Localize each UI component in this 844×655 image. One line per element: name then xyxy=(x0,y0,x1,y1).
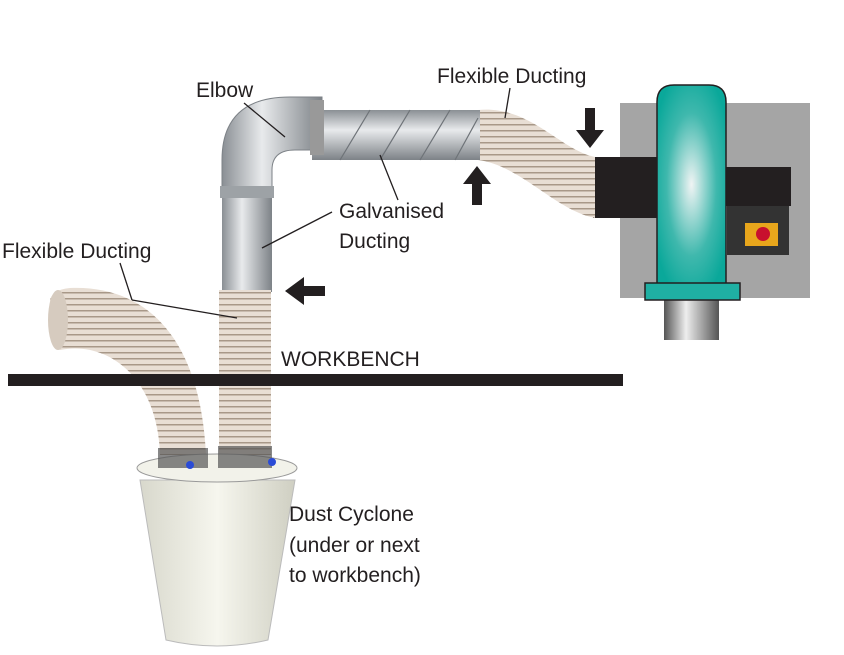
flexible-ducting-vertical xyxy=(219,290,271,455)
elbow-collar xyxy=(310,100,324,155)
motor-housing xyxy=(726,167,791,206)
dust-extractor-machine xyxy=(593,84,810,340)
hose-opening xyxy=(48,290,68,350)
outlet-pipe xyxy=(664,298,719,340)
elbow xyxy=(221,96,323,191)
label-galvanised-line1: Galvanised xyxy=(339,200,444,223)
galvanised-duct-vertical xyxy=(222,188,272,292)
label-flexible-ducting-left: Flexible Ducting xyxy=(2,240,151,263)
label-galvanised-line2: Ducting xyxy=(339,230,410,253)
airflow-arrow-up-icon xyxy=(463,166,491,205)
label-workbench: WORKBENCH xyxy=(281,348,420,371)
flexible-ducting-right xyxy=(478,109,595,218)
label-cyclone-line1: Dust Cyclone xyxy=(289,503,414,526)
galvanised-duct-horizontal xyxy=(312,110,480,160)
duct-joint xyxy=(220,186,274,198)
label-elbow: Elbow xyxy=(196,79,254,102)
machine-base xyxy=(644,282,741,301)
dust-cyclone-bucket xyxy=(136,446,298,647)
airflow-arrow-left-icon xyxy=(285,277,325,305)
stop-button xyxy=(756,227,770,241)
airflow-arrow-down-icon xyxy=(576,108,604,148)
inlet-housing xyxy=(593,157,659,218)
workbench xyxy=(8,374,623,386)
label-cyclone-line2: (under or next xyxy=(289,534,420,557)
label-cyclone-line3: to workbench) xyxy=(289,564,421,587)
label-flexible-ducting-top: Flexible Ducting xyxy=(437,65,586,88)
impeller-housing xyxy=(656,84,727,285)
flexible-ducting-left xyxy=(48,287,206,455)
